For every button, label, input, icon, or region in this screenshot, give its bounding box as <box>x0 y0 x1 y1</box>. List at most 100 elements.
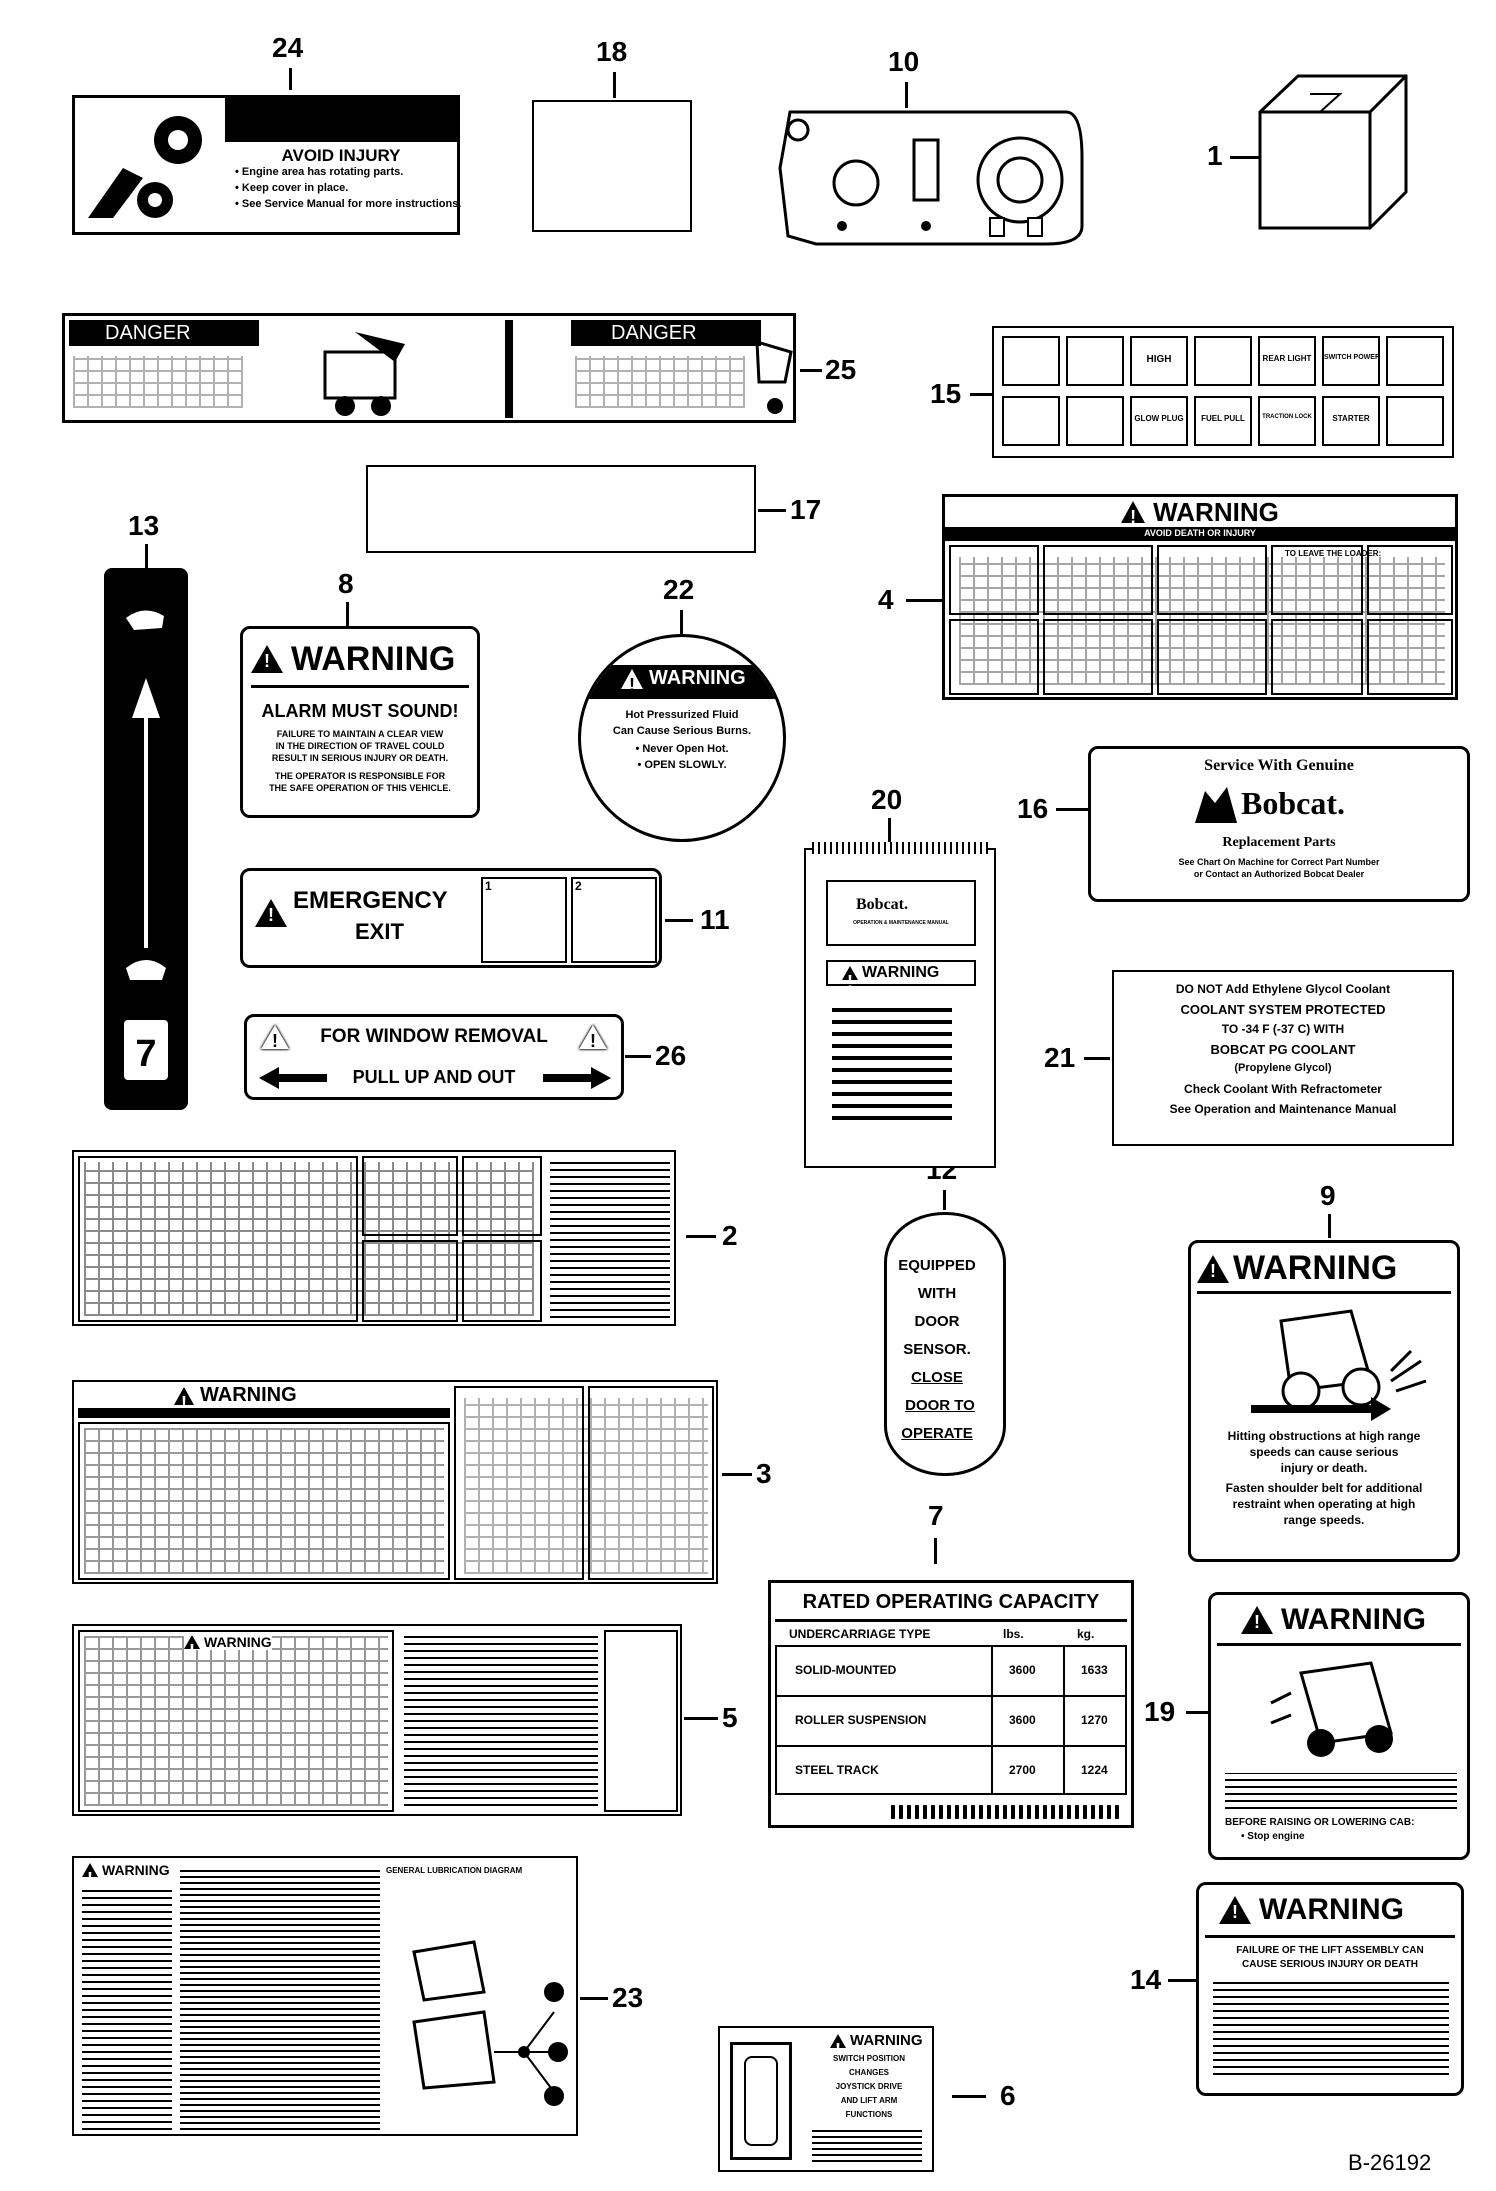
switch-line-2: CHANGES <box>848 2068 889 2077</box>
leader-23 <box>580 1997 608 2000</box>
lube-text-col-1 <box>82 1886 172 2130</box>
callout-14: 14 <box>1130 1964 1162 1995</box>
warning-sub-band-3 <box>78 1408 450 1418</box>
door-line-7: OPERATE <box>901 1425 973 1442</box>
callout-16: 16 <box>1017 793 1049 824</box>
pict-3-art-left <box>84 1428 444 1574</box>
pict-3-controls-a <box>454 1386 584 1580</box>
callout-2: 2 <box>722 1220 738 1251</box>
callout-15: 15 <box>930 378 962 409</box>
danger-label-left: DANGER <box>105 322 191 344</box>
warning-triangle-icon <box>830 2033 846 2061</box>
pict-4-7 <box>1043 619 1153 695</box>
warning-triangle-icon <box>621 668 643 696</box>
danger-band-left <box>69 320 259 346</box>
switch-label-2-7 <box>1386 396 1444 446</box>
roc-col-type: UNDERCARRIAGE TYPE <box>789 1627 931 1641</box>
pict-4-2 <box>1043 545 1153 615</box>
roc-col-divider-1 <box>991 1645 993 1795</box>
callout-3: 3 <box>756 1458 772 1489</box>
leader-22 <box>680 610 683 634</box>
warning-triangle-icon <box>184 1635 200 1662</box>
switch-label-glow-plug: GLOW PLUG <box>1130 396 1188 446</box>
roc-col-kg: kg. <box>1077 1627 1095 1641</box>
window-removal-line-2: PULL UP AND OUT <box>352 1067 516 1087</box>
switch-line-5: FUNCTIONS <box>845 2110 893 2119</box>
warning-triangle-icon <box>251 645 283 673</box>
warning-header-3: WARNING <box>174 1384 297 1414</box>
alarm-line-2: IN THE DIRECTION OF TRAVEL COULD <box>275 741 445 751</box>
obstruction-line-3: injury or death. <box>1280 1461 1368 1475</box>
obstruction-line-4: Fasten shoulder belt for additional <box>1225 1481 1423 1495</box>
decal-8-alarm-warning: WARNING ALARM MUST SOUND! FAILURE TO MAI… <box>240 626 480 818</box>
pict-3-art-right <box>464 1398 708 1574</box>
hot-fluid-line-3: • Never Open Hot. <box>635 743 729 755</box>
leader-25 <box>800 369 822 372</box>
pict-2-b <box>362 1156 458 1236</box>
controls-text-block <box>404 1636 598 1806</box>
warning-signal-8: WARNING <box>291 639 456 678</box>
leader-6 <box>952 2095 986 2098</box>
lube-text-col-2 <box>180 1868 380 2130</box>
pict-4-5 <box>1367 545 1453 615</box>
obstruction-line-1: Hitting obstructions at high range <box>1227 1429 1421 1443</box>
pict-4-6 <box>949 619 1039 695</box>
alarm-line-5: THE SAFE OPERATION OF THIS VEHICLE. <box>269 783 451 793</box>
warning-triangle-icon <box>82 1863 98 1890</box>
warning-signal-3: WARNING <box>200 1384 297 1406</box>
callout-8: 8 <box>338 568 354 599</box>
warning-band-22 <box>581 665 783 699</box>
decal-6-switch-position: WARNING SWITCH POSITION CHANGES JOYSTICK… <box>718 2026 934 2172</box>
warning-header-14: WARNING <box>1219 1893 1404 1927</box>
avoid-injury-line-1: • Engine area has rotating parts. <box>235 166 404 178</box>
pict-5-b <box>604 1630 678 1812</box>
warning-sub-band-4 <box>945 527 1455 541</box>
avoid-injury-line-2: • Keep cover in place. <box>235 182 349 194</box>
switch-graphic-box <box>730 2042 792 2160</box>
leader-11 <box>665 919 693 922</box>
switch-graphic-inner <box>744 2056 778 2146</box>
rule-14 <box>1205 1935 1455 1938</box>
warning-signal-6: WARNING <box>850 2032 923 2049</box>
leave-loader-text: TO LEAVE THE LOADER: <box>1285 549 1382 558</box>
decal-16-genuine-parts: Service With Genuine Bobcat. Replacement… <box>1088 746 1470 902</box>
leader-12 <box>943 1190 946 1210</box>
warning-signal-22: WARNING <box>649 667 746 689</box>
decal-9-obstruction-warning: WARNING Hitting obstructions at high ran… <box>1188 1240 1460 1562</box>
danger-divider-band <box>505 320 513 418</box>
warning-header-23: WARNING <box>82 1862 170 1890</box>
belt-pulley-pictorial <box>83 108 213 223</box>
warning-triangle-icon <box>1121 501 1146 528</box>
manual-cover-box <box>826 880 976 946</box>
instructions-text-block <box>550 1162 670 1318</box>
switch-label-1-7 <box>1386 336 1444 386</box>
rule-9 <box>1197 1291 1451 1294</box>
warning-header-4: WARNING <box>945 497 1455 528</box>
warning-triangle-icon <box>842 966 858 993</box>
roc-row-2-type: ROLLER SUSPENSION <box>795 1713 927 1727</box>
decal-20-operator-manual: Bobcat. OPERATION & MAINTENANCE MANUAL W… <box>804 842 996 1168</box>
decal-3-warning-pictorial: WARNING <box>72 1380 718 1584</box>
callout-20: 20 <box>871 784 903 815</box>
leader-4 <box>906 599 942 602</box>
decal-21-coolant: DO NOT Add Ethylene Glycol Coolant COOLA… <box>1112 970 1454 1146</box>
manual-spiral-binding <box>812 842 988 854</box>
callout-6: 6 <box>1000 2080 1016 2111</box>
roc-row-divider-1 <box>775 1695 1127 1697</box>
rule-19 <box>1217 1643 1461 1646</box>
exit-step-1: 1 <box>481 877 567 963</box>
roc-row-1-type: SOLID-MOUNTED <box>795 1663 897 1677</box>
door-line-1: EQUIPPED <box>898 1257 976 1274</box>
loader-tip-pictorial-right <box>755 322 795 418</box>
coolant-line-3: TO -34 F (-37 C) WITH <box>1221 1022 1345 1036</box>
leader-8 <box>346 602 349 626</box>
avoid-injury-title: AVOID INJURY <box>281 146 401 165</box>
decal-22-hot-fluid: WARNING Hot Pressurized Fluid Can Cause … <box>578 634 786 842</box>
avoid-injury-line-3: • See Service Manual for more instructio… <box>235 198 462 210</box>
switch-line-3: JOYSTICK DRIVE <box>835 2082 903 2091</box>
switch-label-rear-light: REAR LIGHT <box>1258 336 1316 386</box>
cab-tilt-pictorial <box>1261 1653 1421 1763</box>
callout-22: 22 <box>663 574 695 605</box>
pict-3-grid <box>78 1422 450 1580</box>
avoid-injury-header-band <box>225 98 457 142</box>
